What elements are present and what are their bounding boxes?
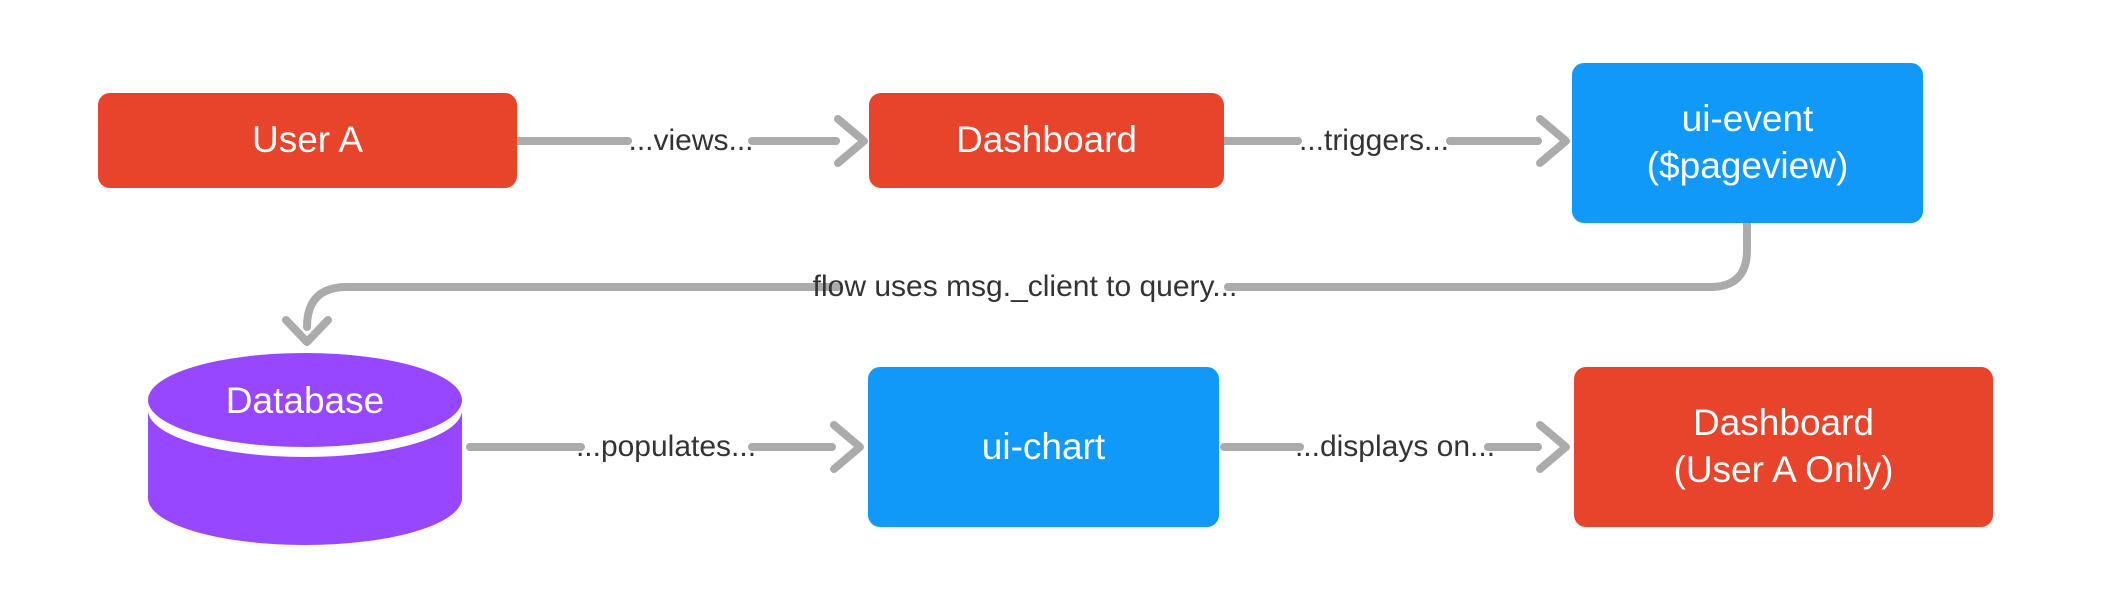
edge-query-line-left: [303, 283, 842, 331]
node-dashboard-label: Dashboard: [955, 119, 1137, 160]
node-ui-event-label-line1: ui-event: [1681, 98, 1814, 140]
edge-views-label: ...views...: [628, 124, 754, 157]
database-cylinder-body: [148, 410, 462, 545]
edge-query-line-right: [1224, 219, 1751, 291]
edge-query-label: flow uses msg._client to query...: [812, 270, 1238, 303]
edge-populates-label: ...populates...: [575, 430, 757, 463]
node-user-a-label: User A: [251, 119, 364, 160]
arrowhead-right-icon: [830, 421, 864, 473]
node-dashboard: Dashboard: [869, 93, 1224, 188]
node-dashboard-user-a: Dashboard (User A Only): [1574, 367, 1993, 527]
database-cylinder-top: [148, 353, 462, 447]
edge-triggers-label: ...triggers...: [1298, 124, 1450, 157]
arrowhead-right-icon: [1536, 421, 1570, 473]
edge-displays-on-label: ...displays on...: [1294, 430, 1496, 463]
database-cylinder-icon: [148, 353, 462, 545]
arrowhead-down-icon: [282, 316, 332, 346]
node-dashboard-user-a-label-line2: (User A Only): [1673, 449, 1894, 490]
node-database-label: Database: [148, 353, 462, 449]
node-dashboard-user-a-label-line1: Dashboard: [1692, 402, 1874, 444]
node-ui-event: ui-event ($pageview): [1572, 63, 1923, 223]
node-database-label-text: Database: [225, 380, 385, 421]
node-ui-event-label-line2: ($pageview): [1646, 145, 1849, 186]
node-ui-chart-label: ui-chart: [981, 425, 1106, 467]
arrowhead-right-icon: [834, 115, 868, 167]
node-ui-chart: ui-chart: [868, 367, 1219, 527]
arrowhead-right-icon: [1536, 115, 1570, 167]
node-user-a: User A: [98, 93, 517, 188]
